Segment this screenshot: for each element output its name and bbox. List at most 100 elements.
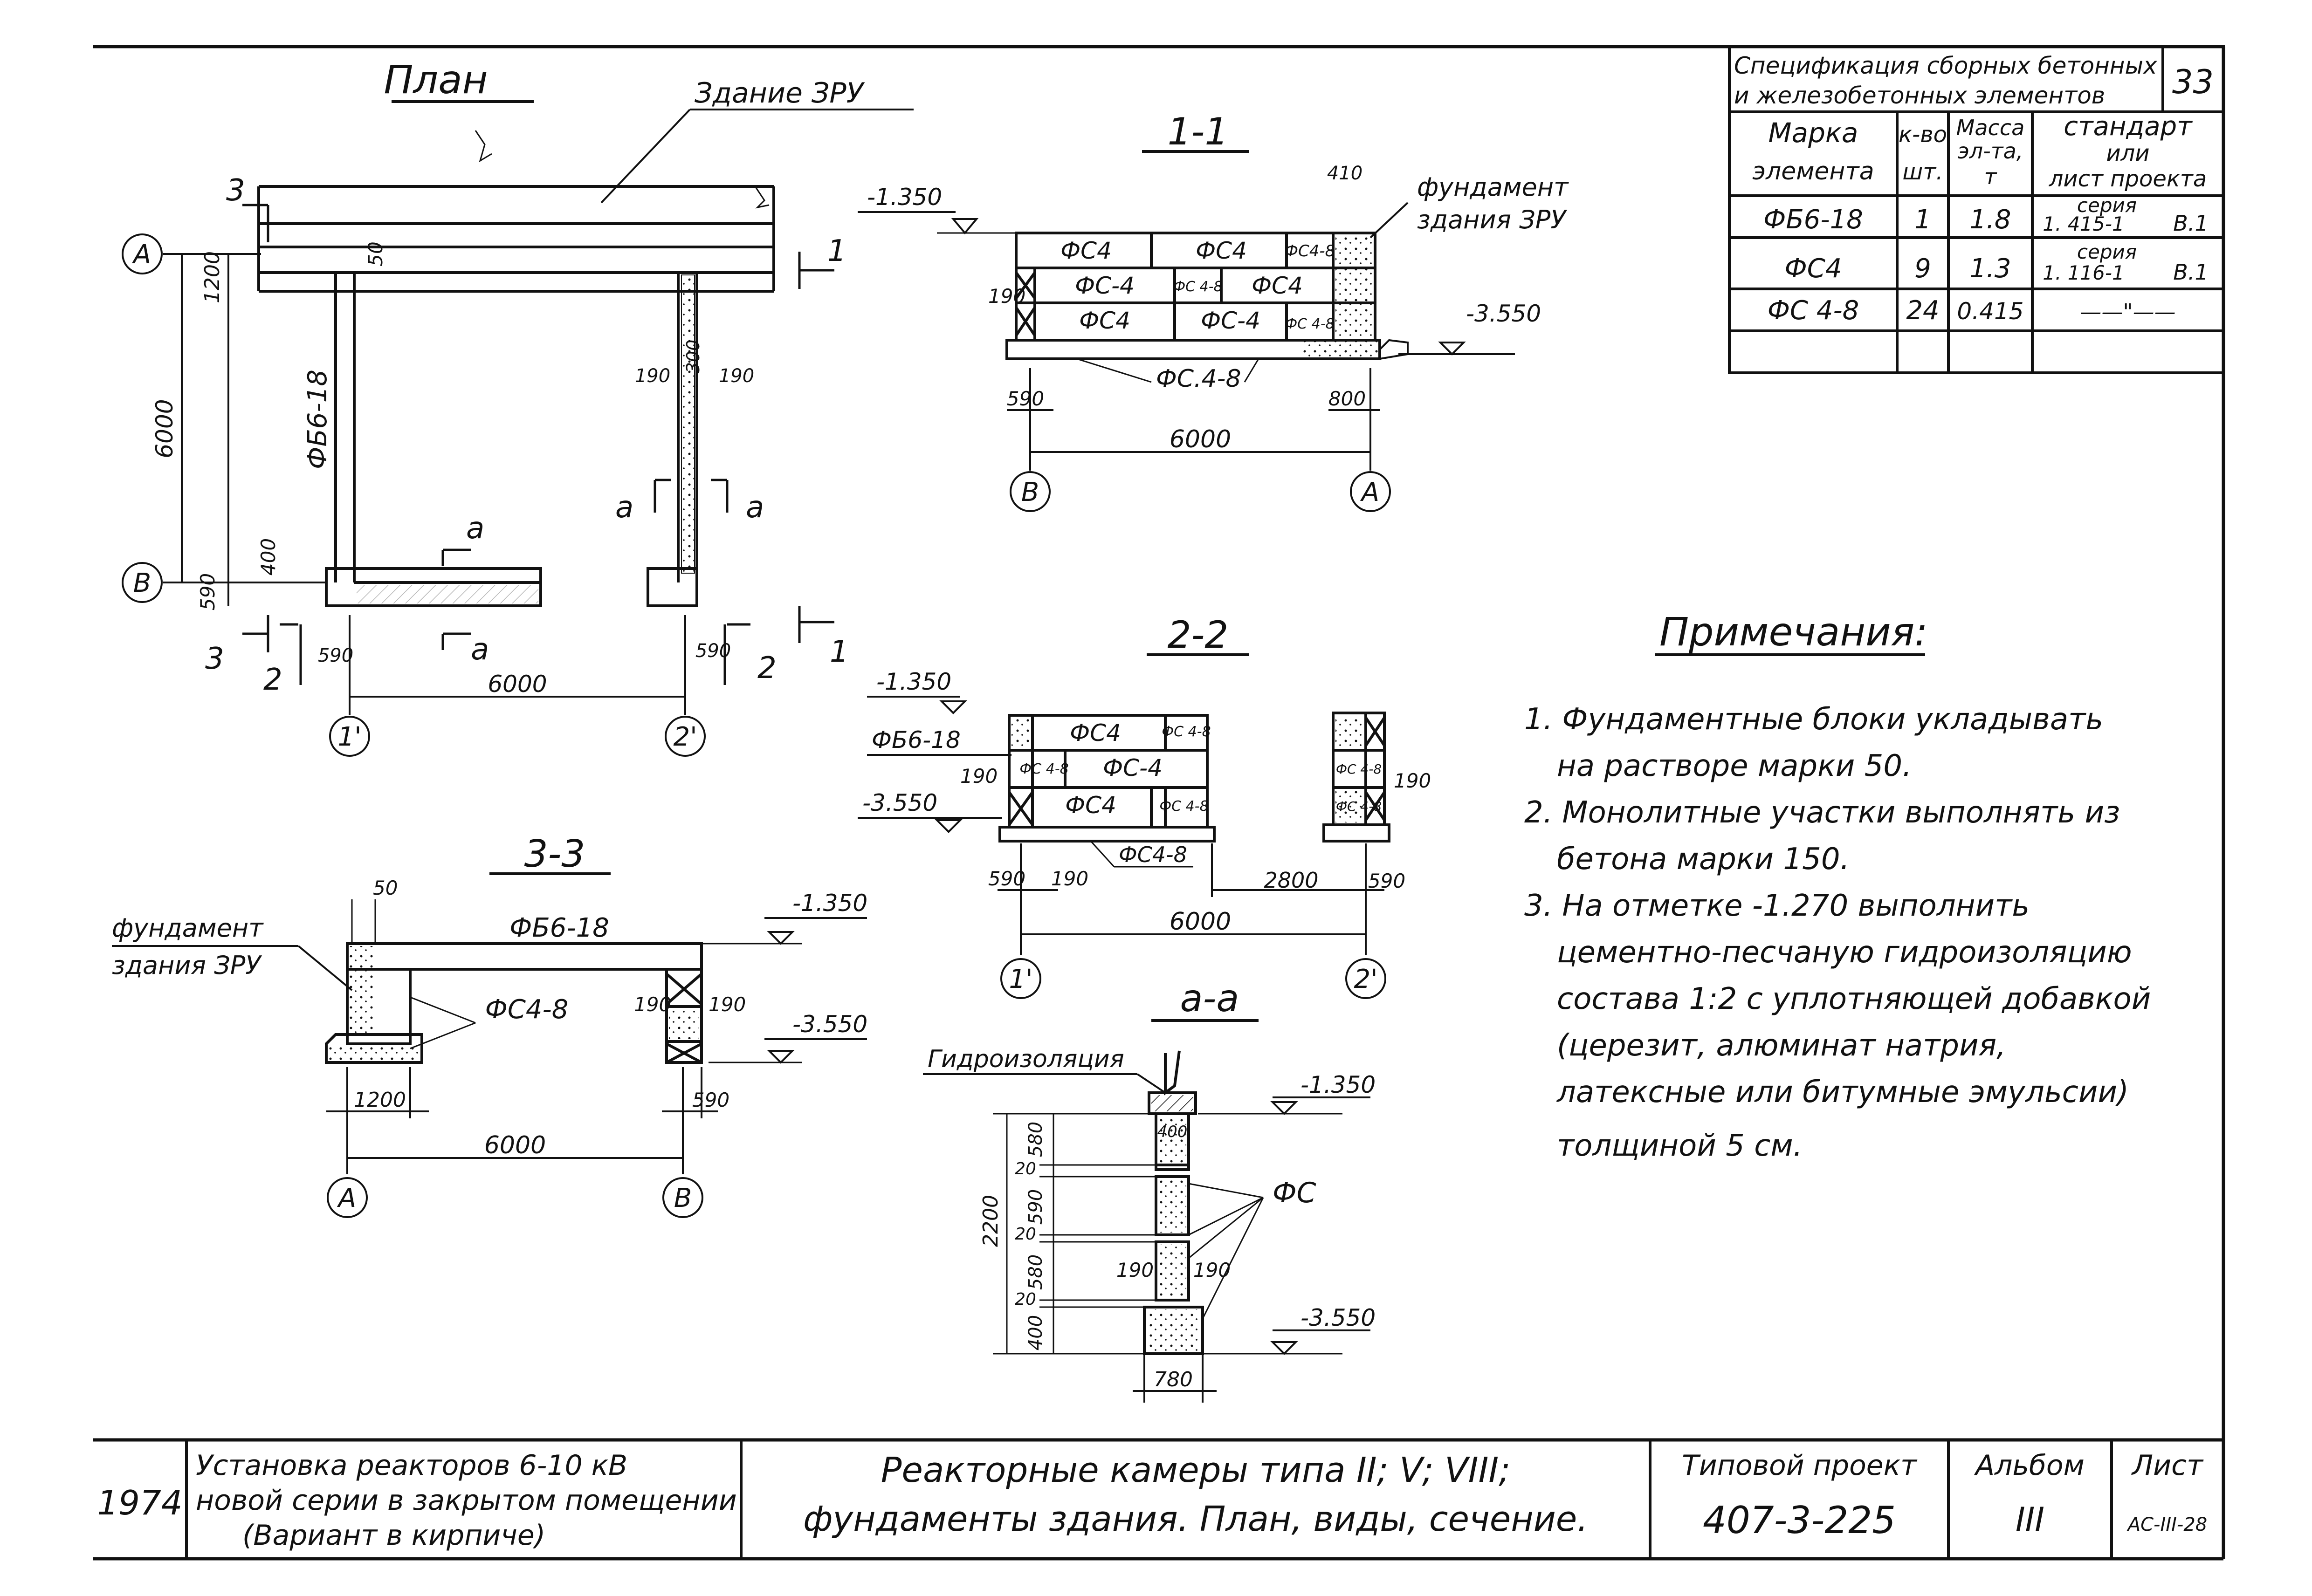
spec-row2-std-top: серия <box>2077 240 2137 263</box>
notes-title: Примечания: <box>1659 609 1928 655</box>
plan-dim-50: 50 <box>364 241 387 266</box>
s33-dim-190-b: 190 <box>709 993 746 1016</box>
s33-dim-1200: 1200 <box>354 1088 406 1112</box>
s22-fb-label: ФБ6-18 <box>872 726 961 753</box>
tb-description-3: (Вариант в кирпиче) <box>242 1519 545 1552</box>
s11-block-r2-1: ФС-4 <box>1075 272 1135 299</box>
saa-level-bottom: -3.550 <box>1300 1304 1376 1331</box>
s33-dim-50: 50 <box>373 877 398 899</box>
spec-row1-std-bottom: 1. 415-1 <box>2043 212 2124 235</box>
spec-title-line2: и железобетонных элементов <box>1734 82 2105 109</box>
note-line-2: на растворе марки 50. <box>1557 749 1912 783</box>
s11-block-r3-3: ФС 4-8 <box>1285 316 1334 332</box>
s22-dim-190-a: 190 <box>960 765 998 788</box>
tb-description-2: новой серии в закрытом помещении <box>196 1484 737 1517</box>
s33-title: 3-3 <box>524 832 585 876</box>
s11-block-r1-3: ФС4-8 <box>1285 242 1335 260</box>
tb-description-1: Установка реакторов 6-10 кВ <box>196 1449 627 1482</box>
spec-row2-std-bottom: 1. 116-1 <box>2043 261 2124 284</box>
sheet-number: 33 <box>2172 63 2214 101</box>
s22-dim-190-r: 190 <box>1394 769 1431 792</box>
saa-dim-400-top: 400 <box>1157 1123 1188 1141</box>
s33-axis-left: А <box>337 1183 356 1213</box>
s22-right-block-1: ФС 4-8 <box>1336 761 1382 777</box>
s22-right-block-2: ФС 4-8 <box>1336 799 1382 814</box>
spec-header-mark-1: Марка <box>1768 117 1858 149</box>
spec-row2-qty: 9 <box>1914 253 1931 284</box>
plan-dim-6000-h: 6000 <box>488 671 547 698</box>
s11-dim-800: 800 <box>1328 387 1366 410</box>
s22-level-bottom: -3.550 <box>862 789 937 816</box>
s33-level-bottom: -3.550 <box>792 1011 867 1038</box>
note-line-3: 2. Монолитные участки выполнять из <box>1524 795 2120 830</box>
spec-header-mass-1: Масса <box>1956 115 2025 140</box>
spec-header-mass-2: эл-та, <box>1958 138 2023 164</box>
plan-cut-a-right: а <box>746 490 764 525</box>
tb-project-label: Типовой проект <box>1682 1449 1918 1482</box>
spec-row1-mass: 1.8 <box>1969 205 2011 235</box>
s22-block-1: ФС4 <box>1070 719 1121 747</box>
tb-sheet-code: АС-III-28 <box>2126 1514 2207 1535</box>
s22-level-top: -1.350 <box>876 668 951 695</box>
s11-block-r3-2: ФС-4 <box>1201 307 1260 334</box>
saa-dim-2200: 2200 <box>979 1195 1003 1247</box>
saa-level-top: -1.350 <box>1300 1071 1376 1098</box>
note-line-6: цементно-песчаную гидроизоляцию <box>1557 935 2132 970</box>
spec-row2-mark: ФС4 <box>1785 253 1842 284</box>
plan-dim-190-r: 190 <box>719 365 754 387</box>
plan-dim-6000-v: 6000 <box>151 399 178 458</box>
plan-axis-a: А <box>132 240 151 270</box>
plan-cut-1-bottom: 1 <box>830 635 849 669</box>
saa-fc-label: ФС <box>1273 1177 1316 1209</box>
tb-sheet-label: Лист <box>2131 1449 2204 1482</box>
saa-dim-20-1: 20 <box>1015 1159 1036 1178</box>
s22-block-4: ФС-4 <box>1103 754 1163 781</box>
saa-dim-590: 590 <box>1025 1189 1046 1225</box>
plan-cut-2-right: 2 <box>757 651 777 685</box>
spec-title-line1: Спецификация сборных бетонных <box>1734 52 2157 79</box>
s11-dim-410: 410 <box>1327 163 1362 184</box>
s22-block-3: ФС 4-8 <box>1019 761 1068 777</box>
spec-header-std-3: лист проекта <box>2049 166 2207 192</box>
spec-row3-mass: 0.415 <box>1957 298 2023 325</box>
plan-view: План Здание ЗРУ <box>122 57 914 757</box>
plan-dim-590-l: 590 <box>318 645 353 666</box>
spec-row2-mass: 1.3 <box>1969 253 2011 284</box>
plan-title: План <box>384 57 488 103</box>
saa-dim-190-l: 190 <box>1116 1259 1154 1281</box>
s11-axis-right: А <box>1360 477 1379 507</box>
note-line-4: бетона марки 150. <box>1557 842 1850 877</box>
s11-block-r1-1: ФС4 <box>1060 237 1112 264</box>
s22-title: 2-2 <box>1168 613 1229 657</box>
spec-header-mark-2: элемента <box>1752 158 1874 185</box>
saa-dim-580-1: 580 <box>1025 1122 1046 1157</box>
plan-cut-2-left: 2 <box>263 663 282 697</box>
spec-table: Спецификация сборных бетонных и железобе… <box>1728 45 2225 374</box>
s22-axis-left: 1' <box>1009 964 1032 994</box>
s33-dim-6000: 6000 <box>484 1131 546 1159</box>
plan-dim-590: 590 <box>196 573 219 610</box>
s22-block-5: ФС4 <box>1065 792 1116 819</box>
plan-axis-b: В <box>133 568 151 598</box>
section-1-1: 1-1 -1.350 410 фундамент здания ЗРУ <box>858 110 1569 512</box>
s11-dim-590: 590 <box>1007 387 1044 410</box>
plan-cut-a-left: а <box>615 490 633 525</box>
s11-dim-6000: 6000 <box>1170 425 1231 453</box>
saa-dim-20-2: 20 <box>1015 1225 1036 1244</box>
plan-dim-400: 400 <box>257 538 280 575</box>
plan-building-label: Здание ЗРУ <box>695 77 865 110</box>
saa-dim-400-left: 400 <box>1025 1315 1046 1350</box>
s33-dim-590: 590 <box>692 1089 729 1111</box>
spec-row1-qty: 1 <box>1914 205 1931 235</box>
s11-title: 1-1 <box>1168 110 1229 153</box>
saa-title: а-а <box>1180 977 1239 1020</box>
plan-axis-2: 2' <box>673 722 697 752</box>
plan-cut-1-top: 1 <box>827 234 846 268</box>
spec-header-qty-2: шт. <box>1902 159 1943 185</box>
section-a-a: а-а Гидроизоляция -1.350 400 <box>923 977 1376 1403</box>
s33-fb-label: ФБ6-18 <box>509 913 609 943</box>
s11-level-top: -1.350 <box>867 184 942 211</box>
plan-cut-a-bottom: а <box>471 632 489 667</box>
tb-project-number: 407-3-225 <box>1703 1499 1896 1542</box>
s33-foundation-2: здания ЗРУ <box>112 951 262 980</box>
